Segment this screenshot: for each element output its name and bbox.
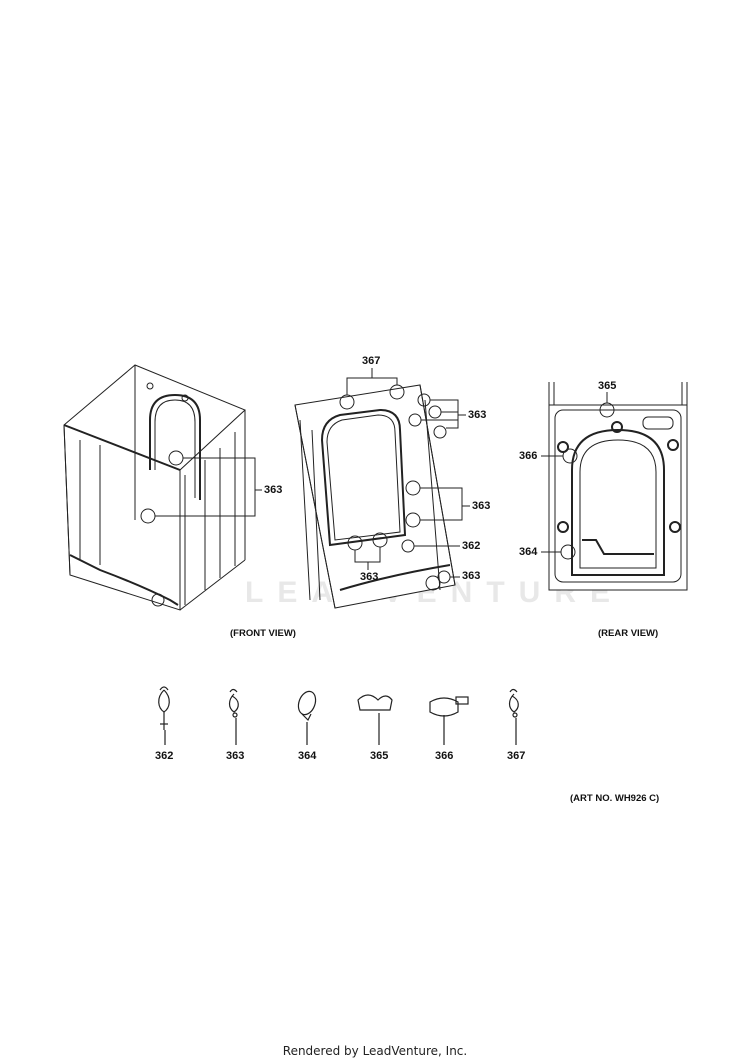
art-number: (ART NO. WH926 C) bbox=[570, 793, 660, 804]
callout-363-mid: 363 bbox=[472, 500, 491, 512]
callout-366: 366 bbox=[519, 450, 538, 462]
callout-367: 367 bbox=[362, 355, 381, 367]
callout-363-lower: 363 bbox=[462, 570, 481, 582]
callout-363-bottom: 363 bbox=[360, 571, 379, 583]
callout-364: 364 bbox=[519, 546, 538, 558]
callout-363-top: 363 bbox=[468, 409, 487, 421]
middle-view-cabinet bbox=[294, 368, 470, 609]
callout-363-front: 363 bbox=[264, 484, 283, 496]
parts-icons bbox=[158, 686, 519, 745]
callout-365: 365 bbox=[598, 380, 617, 392]
part-label-362: 362 bbox=[155, 750, 174, 762]
part-label-364: 364 bbox=[298, 750, 317, 762]
rear-view-panel bbox=[541, 382, 688, 591]
part-label-367: 367 bbox=[507, 750, 526, 762]
front-view-caption: (FRONT VIEW) bbox=[230, 628, 296, 639]
part-label-363: 363 bbox=[226, 750, 245, 762]
part-label-365: 365 bbox=[370, 750, 389, 762]
part-label-366: 366 bbox=[435, 750, 454, 762]
rear-view-caption: (REAR VIEW) bbox=[598, 628, 659, 639]
footer-credit: Rendered by LeadVenture, Inc. bbox=[282, 1044, 468, 1058]
front-view-cabinet bbox=[63, 364, 262, 611]
callout-362: 362 bbox=[462, 540, 481, 552]
